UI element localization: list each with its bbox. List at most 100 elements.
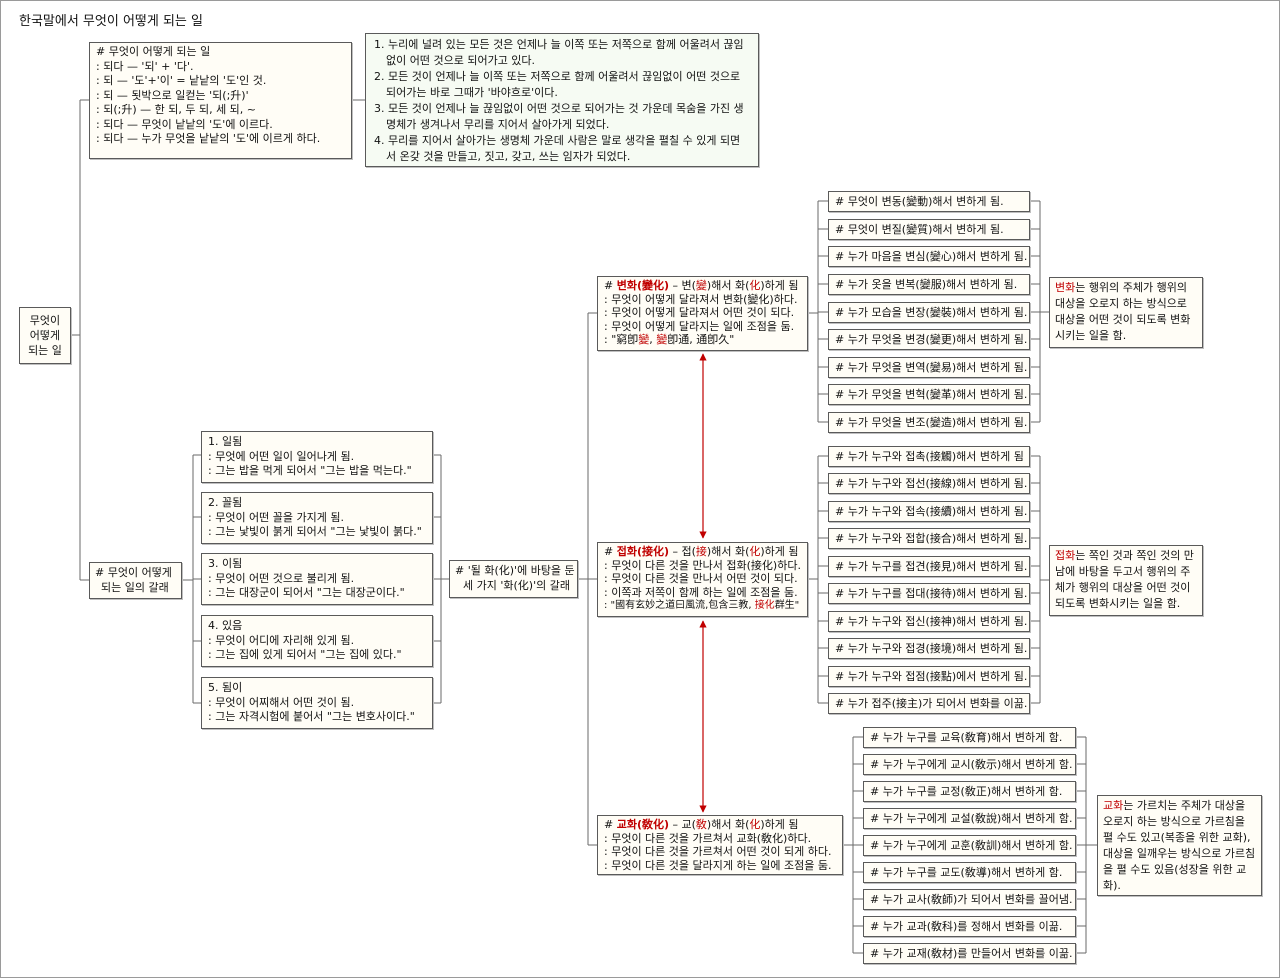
head-term: 교화(敎化) bbox=[616, 818, 670, 831]
byeonhwa-line: : 무엇이 어떻게 달라져서 변화(變化)하다. bbox=[604, 292, 798, 306]
desc-text: 는 쪽인 것과 쪽인 것의 만남에 바탕을 두고서 행위의 주체가 행위의 대상… bbox=[1055, 549, 1194, 610]
byeonhwa-line: : 무엇이 어떻게 달라지는 일에 조점을 둠. bbox=[604, 319, 795, 333]
note-item: 4. 무리를 지어서 살아가는 생명체 가운데 사람은 말로 생각을 펼칠 수 … bbox=[374, 134, 741, 163]
gyohwa-leaf: # 누가 누구에게 교훈(敎訓)해서 변하게 함. bbox=[863, 835, 1076, 856]
jeophwa-leaf: # 누가 누구와 접선(接線)해서 변하게 됨. bbox=[828, 473, 1030, 494]
kind-box: 4. 있음 : 무엇이 어디에 자리해 있게 됨. : 그는 집에 있게 되어서… bbox=[201, 615, 433, 667]
head-char: 化 bbox=[749, 545, 761, 558]
gyohwa-leaf: # 누가 누구를 교육(敎育)해서 변하게 함. bbox=[863, 727, 1076, 748]
head-term: 접화(接化) bbox=[616, 545, 670, 558]
hwa-node: # '될 화(化)'에 바탕을 둔 세 가지 '화(化)'의 갈래 bbox=[449, 560, 578, 598]
head-char: 化 bbox=[749, 818, 761, 831]
branch-line: # 무엇이 어떻게 bbox=[95, 566, 172, 579]
branch-line: 되는 일의 갈래 bbox=[101, 581, 169, 594]
head-part: )해서 화( bbox=[706, 279, 750, 292]
kind-box: 3. 이됨 : 무엇이 어떤 것으로 불리게 됨. : 그는 대장군이 되어서 … bbox=[201, 553, 433, 605]
byeonhwa-head: # 변화(變化) – 변(變)해서 화(化)하게 됨 bbox=[604, 279, 801, 293]
desc-term: 변화 bbox=[1055, 281, 1076, 294]
jeophwa-line: : 무엇이 다른 것을 만나서 접화(接化)하다. bbox=[604, 558, 801, 572]
def-line: : 되다 — 누가 무엇을 낱낱의 '도'에 이르게 하다. bbox=[96, 132, 321, 145]
byeonhwa-leaf: # 누가 무엇을 변역(變易)해서 변하게 됨. bbox=[828, 357, 1030, 378]
branch-node: # 무엇이 어떻게 되는 일의 갈래 bbox=[89, 562, 182, 599]
jeophwa-line: : 이쪽과 저쪽이 함께 하는 일에 조점을 둠. bbox=[604, 585, 798, 599]
byeonhwa-leaf: # 누가 옷을 변복(變服)해서 변하게 됨. bbox=[828, 274, 1030, 295]
kind-box: 1. 일됨 : 무엇에 어떤 일이 일어나게 됨. : 그는 밥을 먹게 되어서… bbox=[201, 431, 433, 483]
def-line: # 무엇이 어떻게 되는 일 bbox=[96, 45, 211, 58]
hwa-line: 세 가지 '화(化)'의 갈래 bbox=[463, 579, 570, 592]
def-line: : 되 — 됫박으로 일컫는 '되(;升)' bbox=[96, 88, 249, 102]
head-char: 接 bbox=[695, 545, 707, 558]
kind-box: 5. 됨이 : 무엇이 어찌해서 어떤 것이 됨. : 그는 자격시험에 붙어서… bbox=[201, 677, 433, 729]
head-char: 敎 bbox=[695, 818, 707, 831]
head-part: – 변( bbox=[669, 279, 696, 292]
gyohwa-leaf: # 누가 누구에게 교설(敎說)해서 변하게 함. bbox=[863, 808, 1076, 829]
kind-head: 5. 됨이 bbox=[208, 681, 243, 694]
quote-part: 群生" bbox=[774, 600, 800, 612]
jeophwa-quote: : "國有玄妙之道曰風流,包含三教, 接化群生" bbox=[604, 599, 801, 613]
kind-line: : 그는 자격시험에 붙어서 "그는 변호사이다." bbox=[208, 710, 415, 723]
kind-line: : 무엇이 어떤 꼴을 가지게 됨. bbox=[208, 510, 345, 524]
head-char: 化 bbox=[749, 279, 761, 292]
gyohwa-leaf: # 누가 누구에게 교시(敎示)해서 변하게 함. bbox=[863, 754, 1076, 775]
byeonhwa-leaf: # 누가 무엇을 변경(變更)해서 변하게 됨. bbox=[828, 329, 1030, 350]
byeonhwa-box: # 변화(變化) – 변(變)해서 화(化)하게 됨 : 무엇이 어떻게 달라져… bbox=[597, 276, 808, 351]
quote-part: , bbox=[649, 333, 657, 347]
byeonhwa-leaf: # 누가 무엇을 변혁(變革)해서 변하게 됨. bbox=[828, 384, 1030, 405]
jeophwa-line: : 무엇이 다른 것을 만나서 어떤 것이 되다. bbox=[604, 572, 798, 586]
gyohwa-line: : 무엇이 다른 것을 가르쳐서 어떤 것이 되게 하다. bbox=[604, 845, 832, 859]
quote-part: : "國有玄妙之道曰風流,包含三教, bbox=[604, 600, 755, 612]
byeonhwa-line: : 무엇이 어떻게 달라져서 어떤 것이 되다. bbox=[604, 306, 795, 320]
head-part: – 접( bbox=[669, 545, 696, 558]
gyohwa-head: # 교화(敎化) – 교(敎)해서 화(化)하게 됨 bbox=[604, 818, 836, 832]
connector-gyo-leaves-right bbox=[1076, 736, 1086, 954]
kind-line: : 그는 밥을 먹게 되어서 "그는 밥을 먹는다." bbox=[208, 464, 412, 477]
desc-term: 접화 bbox=[1055, 549, 1076, 562]
gyohwa-box: # 교화(敎化) – 교(敎)해서 화(化)하게 됨 : 무엇이 다른 것을 가… bbox=[597, 815, 843, 875]
definition-box: # 무엇이 어떻게 되는 일 : 되다 — '되' + '다'. : 되 — '… bbox=[89, 42, 352, 159]
byeonhwa-leaf: # 무엇이 변질(變質)해서 변하게 됨. bbox=[828, 219, 1030, 240]
def-line: : 되 — '도'+'이' = 낱낱의 '도'인 것. bbox=[96, 74, 267, 87]
jeophwa-leaf: # 누가 누구를 접대(接待)해서 변하게 됨. bbox=[828, 583, 1030, 604]
note-item: 3. 모든 것이 언제나 늘 끊임없이 어떤 것으로 되어가는 것 가운데 목숨… bbox=[374, 102, 744, 131]
gyohwa-leaf: # 누가 교재(敎材)를 만들어서 변화를 이끎. bbox=[863, 943, 1076, 964]
desc-text: 는 가르치는 주체가 대상을 오로지 하는 방식으로 가르침을 펼 수도 있고(… bbox=[1103, 799, 1256, 892]
def-line: : 되(;升) — 한 되, 두 되, 세 되, ~ bbox=[96, 103, 257, 116]
note-item-text: 무리를 지어서 살아가는 생명체 가운데 사람은 말로 생각을 펼칠 수 있게 … bbox=[386, 134, 741, 163]
gyohwa-desc: 교화는 가르치는 주체가 대상을 오로지 하는 방식으로 가르침을 펼 수도 있… bbox=[1097, 795, 1262, 896]
note-item: 1. 누리에 널려 있는 모든 것은 언제나 늘 이쪽 또는 저쪽으로 함께 어… bbox=[374, 38, 744, 67]
def-line: : 되다 — 무엇이 낱낱의 '도'에 이르다. bbox=[96, 117, 273, 131]
kind-head: 4. 있음 bbox=[208, 619, 243, 632]
kind-line: : 무엇이 어떤 것으로 불리게 됨. bbox=[208, 571, 355, 585]
note-item-text: 모든 것이 언제나 늘 끊임없이 어떤 것으로 되어가는 것 가운데 목숨을 가… bbox=[386, 102, 744, 131]
note-item: 2. 모든 것이 언제나 늘 이쪽 또는 저쪽으로 함께 어울려서 끊임없이 어… bbox=[374, 70, 741, 99]
jeophwa-leaf: # 누가 누구와 접합(接合)해서 변하게 됨. bbox=[828, 528, 1030, 549]
gyohwa-leaf: # 누가 누구를 교정(敎正)해서 변하게 함. bbox=[863, 781, 1076, 802]
jeophwa-leaf: # 누가 누구와 접촉(接觸)해서 변하게 됨 bbox=[828, 446, 1030, 467]
kind-head: 2. 꼴됨 bbox=[208, 496, 243, 509]
head-part: )해서 화( bbox=[706, 818, 750, 831]
connector-jeop-leaves bbox=[818, 455, 828, 704]
kind-line: : 그는 집에 있게 되어서 "그는 집에 있다." bbox=[208, 648, 402, 661]
head-part: )하게 됨 bbox=[760, 279, 799, 292]
byeonhwa-leaf: # 누가 무엇을 변조(變造)해서 변하게 됨. bbox=[828, 412, 1030, 433]
kind-line: : 무엇이 어찌해서 어떤 것이 됨. bbox=[208, 695, 355, 709]
kind-line: : 무엇에 어떤 일이 일어나게 됨. bbox=[208, 449, 355, 463]
desc-text: 는 행위의 주체가 행위의 대상을 오로지 하는 방식으로 대상을 어떤 것이 … bbox=[1055, 281, 1191, 342]
connector-byeon-leaves bbox=[818, 200, 828, 423]
byeonhwa-leaf: # 무엇이 변동(變動)해서 변하게 됨. bbox=[828, 191, 1030, 212]
kind-head: 1. 일됨 bbox=[208, 435, 243, 448]
byeonhwa-desc: 변화는 행위의 주체가 행위의 대상을 오로지 하는 방식으로 대상을 어떤 것… bbox=[1049, 277, 1203, 348]
head-prefix: # bbox=[604, 545, 617, 558]
kind-line: : 무엇이 어디에 자리해 있게 됨. bbox=[208, 633, 355, 647]
jeophwa-leaf: # 누가 누구를 접견(接見)해서 변하게 됨. bbox=[828, 556, 1030, 577]
connector-jeop-leaves-right bbox=[1030, 455, 1040, 704]
quote-char: 接化 bbox=[754, 600, 775, 612]
page-title: 한국말에서 무엇이 어떻게 되는 일 bbox=[19, 14, 203, 29]
root-label: 무엇이 어떻게 되는 일 bbox=[28, 314, 62, 357]
head-part: – 교( bbox=[669, 818, 696, 831]
byeonhwa-quote: : "窮卽變, 變卽通, 通卽久" bbox=[604, 333, 801, 347]
byeonhwa-leaf: # 누가 모습을 변장(變裝)해서 변하게 됨. bbox=[828, 302, 1030, 323]
jeophwa-head: # 접화(接化) – 접(接)해서 화(化)하게 됨 bbox=[604, 545, 801, 559]
